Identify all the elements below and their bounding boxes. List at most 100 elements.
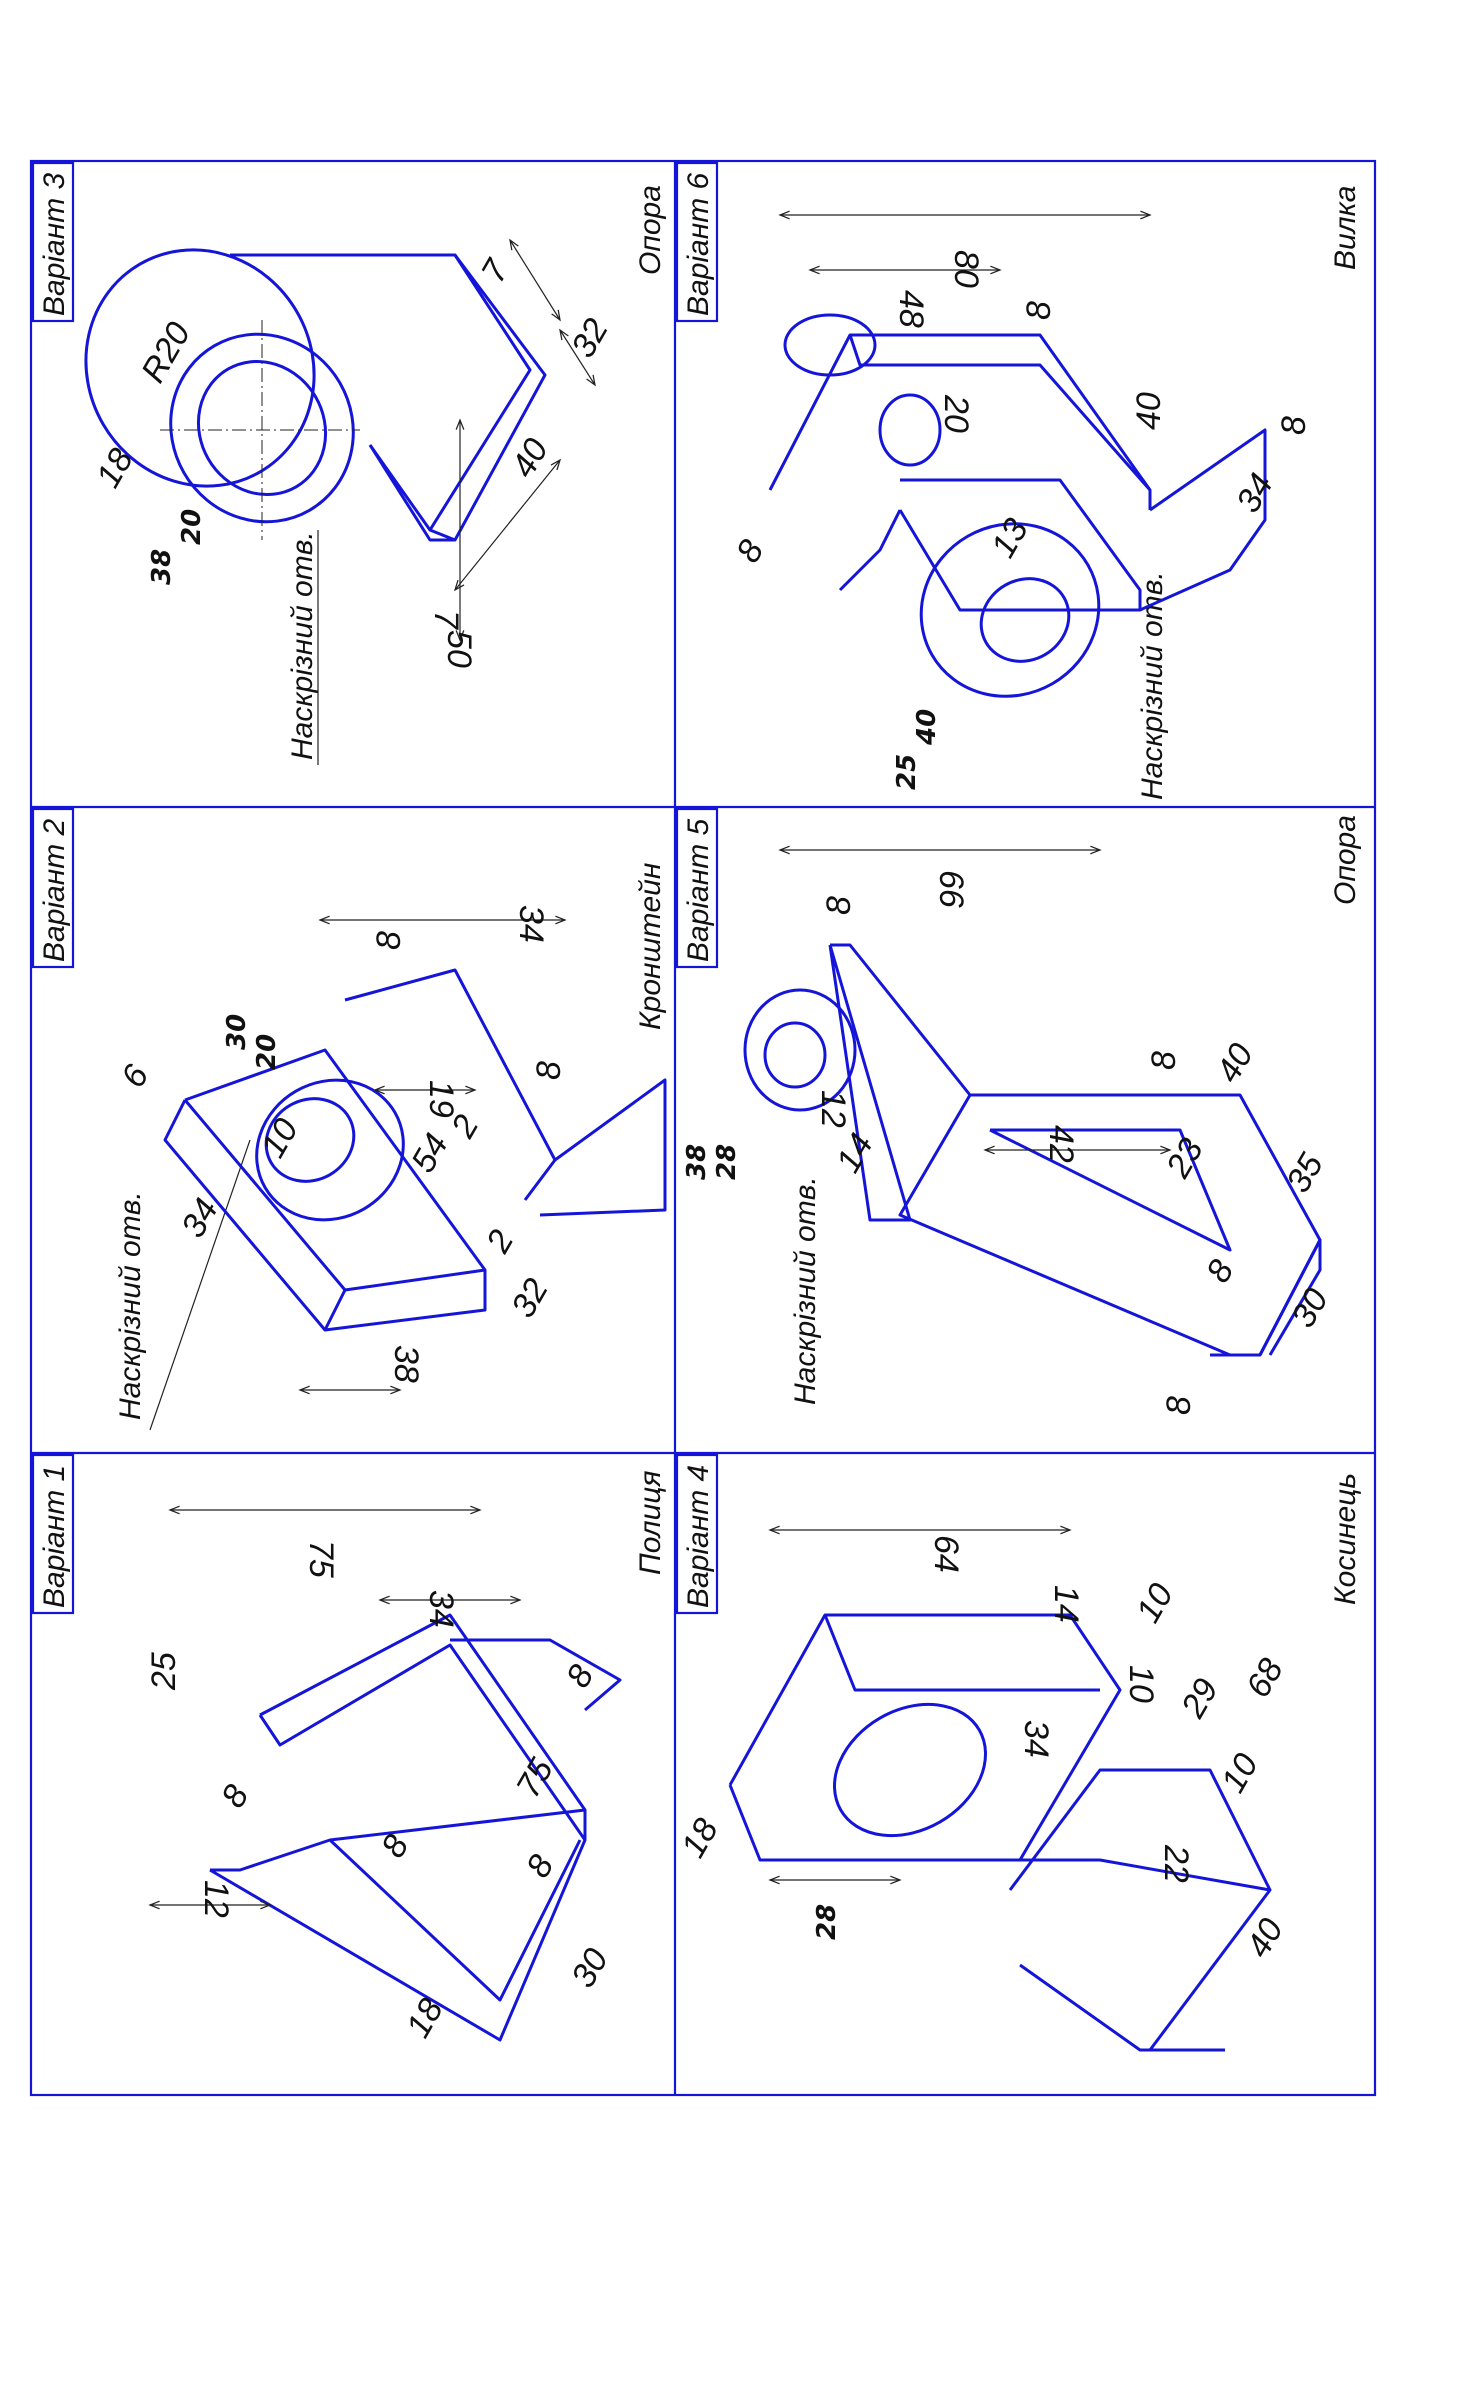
variant-6-cell: Варіант 6 Вилка Наскрізний отв. 80 48 8 … [675, 161, 1362, 800]
v5-dim-8c: 8 [1199, 1254, 1241, 1289]
v2-dim-32: 32 [504, 1272, 556, 1324]
v2-dim-8b: 8 [530, 1061, 568, 1080]
v2-dim-34b: 34 [174, 1192, 226, 1244]
v3-dim-32: 32 [564, 312, 616, 364]
variant-5-part-name: Опора [1329, 815, 1362, 905]
v1-dim-75a: 75 [302, 1540, 340, 1578]
v2-upright [344, 968, 557, 1201]
variant-1-title-box [31, 1453, 75, 1615]
variant-4-part [728, 1613, 1272, 2052]
v2-dim-38: 38 [387, 1345, 425, 1383]
v6-boss [919, 522, 1101, 698]
v2-plate-edge [323, 1289, 347, 1331]
v3-top-plate [230, 253, 532, 532]
v5-dim-14: 14 [829, 1127, 881, 1179]
v4-dim-22: 22 [1157, 1844, 1195, 1883]
v4-hole [833, 1702, 987, 1838]
variant-5-cell: Варіант 5 Опора Наскрізний отв. 66 8 12 … [675, 807, 1362, 1415]
v3-dim-40: 40 [504, 432, 556, 484]
v1-rib [328, 1838, 582, 2002]
v1-dim-8a: 8 [214, 1779, 256, 1814]
v4-dim-18: 18 [674, 1812, 726, 1864]
variant-5-title-box [675, 807, 719, 969]
v2-hole [264, 1097, 356, 1183]
variant-4-title-box [675, 1453, 719, 1615]
sheet-frame [29, 159, 1377, 2097]
variant-3-note: Наскрізний отв. [286, 531, 319, 760]
v1-dim-8c: 8 [559, 1659, 601, 1694]
v6-dim-8c: 8 [729, 534, 771, 569]
variant-4-part-name: Косинець [1329, 1473, 1362, 1605]
v5-rib-face [989, 1128, 1232, 1252]
v3-dim-line [453, 458, 562, 592]
v3-plate-side [429, 254, 547, 542]
v1-top-edge [258, 1643, 587, 1841]
variant-3-part-name: Опора [634, 185, 667, 275]
variant-4-title: Варіант 4 [682, 1465, 715, 1608]
v3-dim-50: 50 [440, 630, 478, 668]
v3-boss-outer [84, 248, 316, 488]
v1-dim-18: 18 [399, 1992, 451, 2044]
v6-roughness-1: 40 [912, 709, 942, 746]
v6-hole [979, 577, 1071, 663]
v2-dim-2a: 2 [444, 1109, 487, 1145]
v5-dim-40: 40 [1209, 1037, 1261, 1089]
variant-3-part [84, 248, 547, 542]
v2-dim-19: 19 [422, 1080, 460, 1118]
v6-roughness-2: 25 [892, 754, 922, 790]
variant-1-part [209, 1613, 622, 2042]
v6-top-boss [783, 313, 877, 377]
variant-3-title-box [31, 161, 75, 323]
variant-2-title-box [31, 807, 75, 969]
v2-roughness-1: 30 [222, 1014, 252, 1050]
v5-boss [743, 988, 857, 1112]
v5-dim-8d: 8 [1160, 1396, 1198, 1415]
v6-back-edge [848, 334, 1152, 491]
variant-3-title: Варіант 3 [38, 172, 71, 316]
v4-dim-29: 29 [1174, 1672, 1226, 1725]
v4-dim-68: 68 [1239, 1652, 1291, 1704]
variant-6-part [768, 313, 1267, 698]
v5-roughness-2: 28 [712, 1144, 742, 1180]
v6-dim-40: 40 [1130, 392, 1168, 430]
v4-dim-10b: 10 [1122, 1665, 1160, 1703]
v4-lower [1020, 1858, 1272, 2052]
variant-2-note: Наскрізний отв. [114, 1191, 147, 1420]
v4-dim-34: 34 [1017, 1720, 1055, 1758]
v4-top-edge [823, 1614, 1100, 1692]
variant-5-title: Варіант 5 [682, 818, 715, 962]
variant-5-note: Наскрізний отв. [789, 1176, 822, 1405]
v5-dim-35: 35 [1279, 1147, 1331, 1199]
v5-dim-8a: 8 [820, 896, 858, 915]
variant-4-cell: Варіант 4 Косинець 64 14 34 18 10 10 29 … [674, 1453, 1362, 2052]
v6-dim-34: 34 [1229, 467, 1281, 519]
v2-roughness-2: 20 [252, 1034, 282, 1070]
v6-slot [878, 393, 942, 467]
v6-dim-8a: 8 [1020, 301, 1058, 320]
v3-dim-18: 18 [89, 442, 141, 494]
v2-dim-8: 8 [370, 931, 408, 950]
v5-dim-12: 12 [814, 1090, 852, 1128]
v3-roughness-2: 20 [177, 509, 207, 545]
variant-3-cell: Варіант 3 Опора Наскрізний отв. R20 18 7… [31, 161, 667, 765]
variant-6-title: Варіант 6 [682, 172, 715, 316]
v5-dim-23: 23 [1159, 1132, 1211, 1185]
v6-dim-48: 48 [892, 290, 930, 328]
v4-dim-64: 64 [927, 1535, 965, 1573]
v3-boss-front [169, 332, 355, 524]
v3-dim-7a: 7 [474, 253, 517, 289]
v1-top [210, 1613, 587, 1872]
variant-6-part-name: Вилка [1329, 186, 1362, 270]
v6-dim-80: 80 [947, 250, 985, 288]
v5-dim-66: 66 [932, 870, 970, 908]
v1-dim-34: 34 [422, 1590, 460, 1628]
v4-roughness-1: 28 [812, 1904, 842, 1940]
v5-dim-42: 42 [1042, 1125, 1080, 1163]
variant-2-cell: Варіант 2 Кронштейн Наскрізний отв. 8 34… [31, 807, 667, 1431]
v3-roughness-1: 38 [147, 549, 177, 585]
variant-2-part [163, 968, 667, 1332]
v5-upright [828, 944, 912, 1222]
variant-6-title-box [675, 161, 719, 323]
variant-1-cell: Варіант 1 Полиця 75 34 25 8 8 8 75 8 30 … [31, 1453, 667, 2044]
